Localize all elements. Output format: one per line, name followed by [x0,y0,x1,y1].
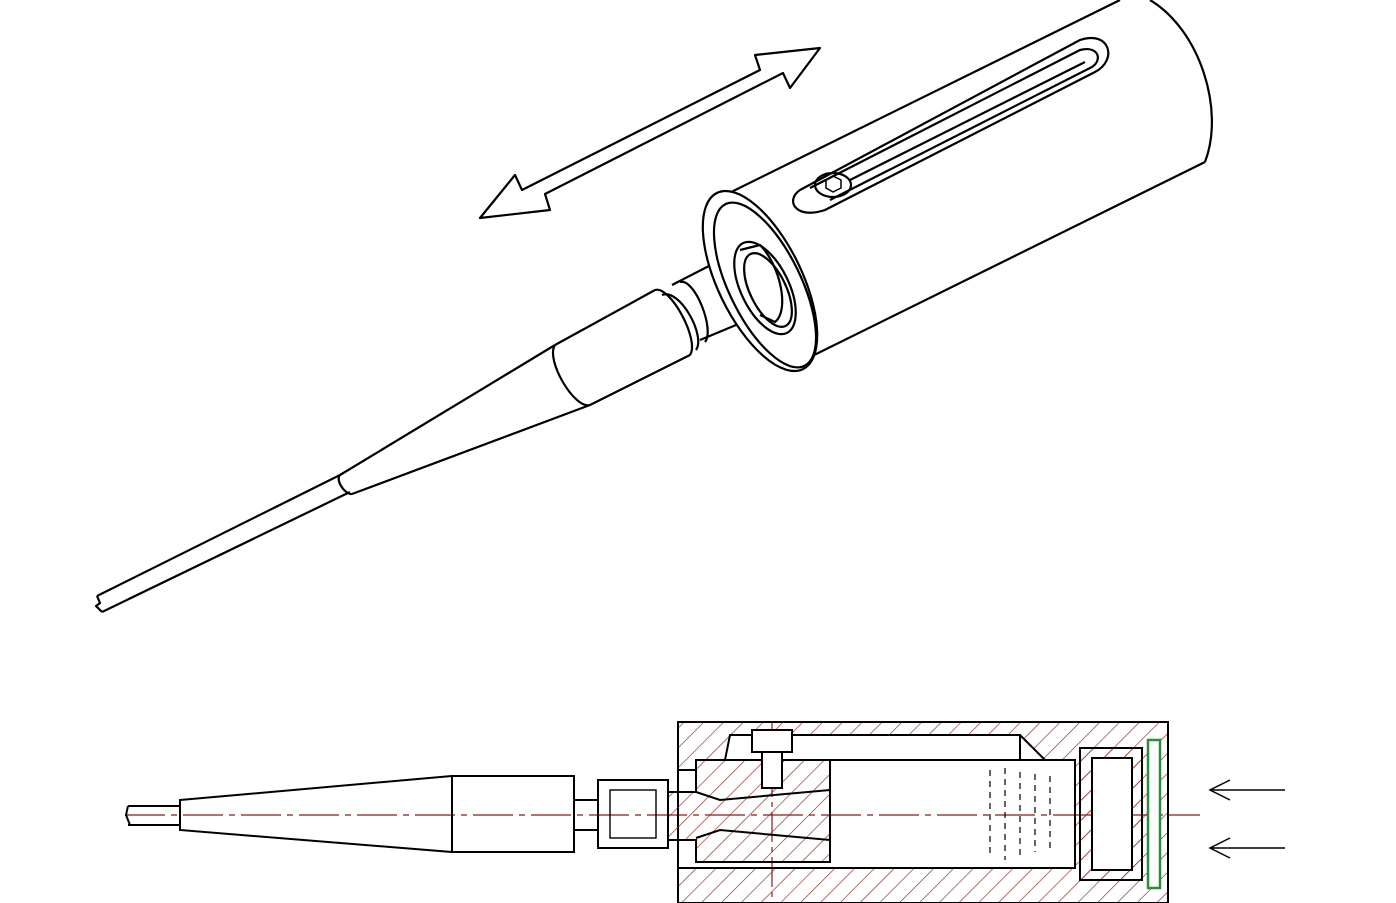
ferrule-cone [337,344,591,496]
input-arrow-icon [1208,779,1285,859]
hex-socket-screw [751,729,793,789]
connector-sleeve [554,249,761,406]
isometric-view [94,0,1213,613]
hex-socket-screw-icon [813,171,853,199]
double-arrow-icon [478,46,822,220]
adjustment-slot [792,37,1110,214]
optical-fiber [94,474,351,613]
fringe-pattern [989,768,1051,860]
section-view [124,721,1285,903]
housing-cylinder [701,0,1213,373]
